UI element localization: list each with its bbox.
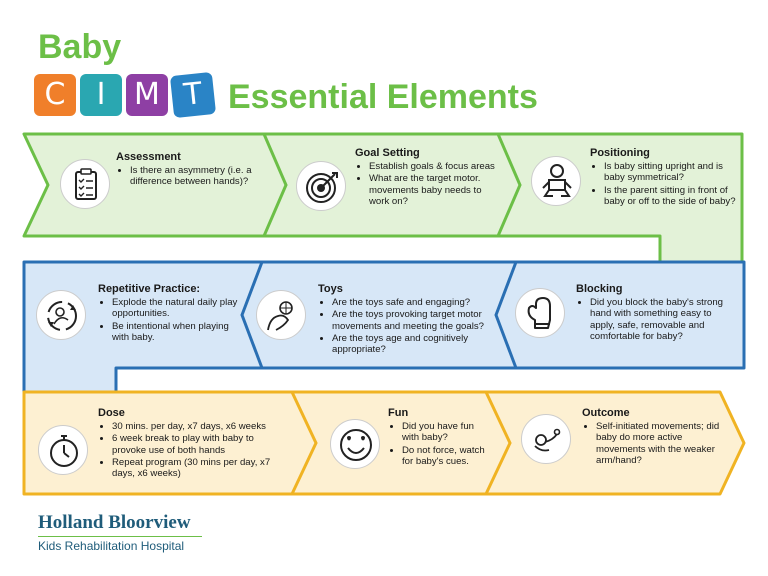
baby-sitting-icon xyxy=(531,156,581,206)
step-bullet: Is the parent sitting in front of baby o… xyxy=(604,185,740,207)
mitten-icon xyxy=(515,288,565,338)
logo-divider xyxy=(38,536,202,537)
clipboard-checklist-icon xyxy=(60,159,110,209)
cimt-tile-m: M xyxy=(126,74,168,116)
step-bullet: Establish goals & focus areas xyxy=(369,161,495,172)
blue-chevron-1 xyxy=(494,261,518,369)
step-toys: Toys Are the toys safe and engaging? Are… xyxy=(318,283,496,356)
target-icon xyxy=(296,161,346,211)
orange-chevron-2 xyxy=(484,391,512,495)
step-title: Outcome xyxy=(582,407,630,419)
step-bullet: 6 week break to play with baby to provok… xyxy=(112,433,284,455)
cimt-tile-t: T xyxy=(169,71,217,119)
step-bullet: Are the toys safe and engaging? xyxy=(332,297,496,308)
step-goal-setting: Goal Setting Establish goals & focus are… xyxy=(355,147,495,208)
step-title: Dose xyxy=(98,407,125,419)
step-title: Repetitive Practice: xyxy=(98,283,201,295)
smiley-hearts-icon xyxy=(330,419,380,469)
step-bullet: Is there an asymmetry (i.e. a difference… xyxy=(130,165,266,187)
step-title: Assessment xyxy=(116,151,181,163)
step-bullet: Explode the natural daily play opportuni… xyxy=(112,297,238,319)
step-bullet: What are the target motor. movements bab… xyxy=(369,173,495,207)
step-bullet: Did you have fun with baby? xyxy=(402,421,488,443)
baby-reaching-icon xyxy=(521,414,571,464)
cimt-tile-c: C xyxy=(34,74,76,116)
holland-bloorview-logo: Holland Bloorview xyxy=(38,512,191,533)
step-title: Blocking xyxy=(576,283,623,295)
step-bullet: Are the toys age and cognitively appropr… xyxy=(332,333,496,355)
step-title: Toys xyxy=(318,283,343,295)
step-outcome: Outcome Self-initiated movements; did ba… xyxy=(582,407,732,467)
step-bullet: Are the toys provoking target motor move… xyxy=(332,309,496,331)
step-dose: Dose 30 mins. per day, x7 days, x6 weeks… xyxy=(98,407,284,480)
step-assessment: Assessment Is there an asymmetry (i.e. a… xyxy=(116,151,266,189)
blue-chevron-2 xyxy=(240,261,264,369)
hospital-subtitle: Kids Rehabilitation Hospital xyxy=(38,539,185,553)
step-bullet: Be intentional when playing with baby. xyxy=(112,321,238,343)
step-repetitive-practice: Repetitive Practice: Explode the natural… xyxy=(98,283,238,344)
step-bullet: Do not force, watch for baby's cues. xyxy=(402,445,488,467)
step-bullet: Repeat program (30 mins per day, x7 days… xyxy=(112,457,284,479)
stopwatch-icon xyxy=(38,425,88,475)
step-bullet: 30 mins. per day, x7 days, x6 weeks xyxy=(112,421,284,432)
hand-with-toy-icon xyxy=(256,290,306,340)
step-title: Fun xyxy=(388,407,409,419)
step-bullet: Self-initiated movements; did baby do mo… xyxy=(596,421,732,466)
step-positioning: Positioning Is baby sitting upright and … xyxy=(590,147,740,208)
step-title: Positioning xyxy=(590,147,650,159)
orange-band xyxy=(22,390,746,496)
title-essential-elements: Essential Elements xyxy=(228,78,538,116)
repeat-practice-icon xyxy=(36,290,86,340)
orange-chevron-1 xyxy=(290,391,318,495)
step-bullet: Did you block the baby's strong hand wit… xyxy=(590,297,736,342)
green-chevron-1 xyxy=(262,133,288,237)
cimt-tile-i: I xyxy=(80,74,122,116)
step-fun: Fun Did you have fun with baby? Do not f… xyxy=(388,407,488,468)
title-baby: Baby xyxy=(38,28,122,66)
step-bullet: Is baby sitting upright and is baby symm… xyxy=(604,161,740,183)
green-chevron-2 xyxy=(496,133,522,237)
step-blocking: Blocking Did you block the baby's strong… xyxy=(576,283,736,343)
cimt-logo: C I M T xyxy=(34,71,217,120)
step-title: Goal Setting xyxy=(355,147,420,159)
